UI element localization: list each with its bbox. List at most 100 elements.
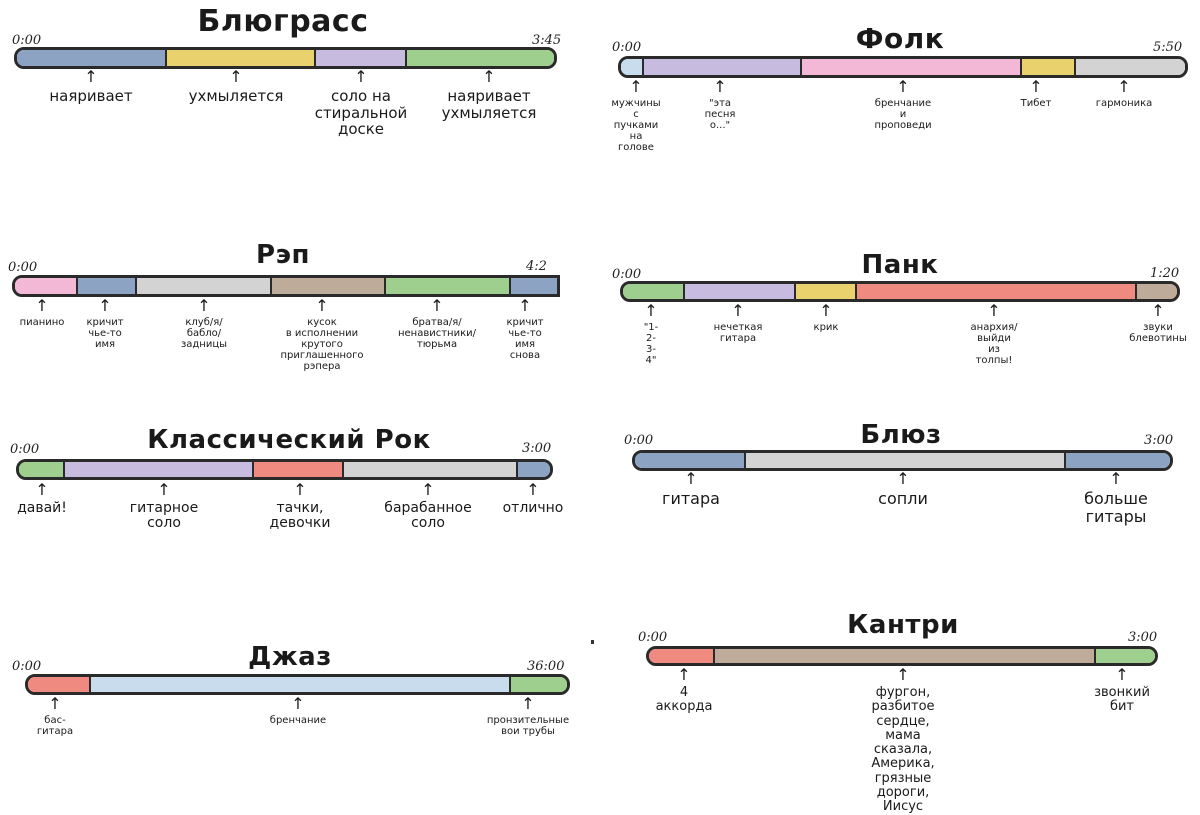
- segment-label: ↑крик: [813, 301, 839, 334]
- segment: [649, 649, 716, 663]
- arrow-up-icon: ↑: [521, 694, 535, 713]
- arrow-up-icon: ↑: [896, 665, 910, 684]
- segment-label: ↑"эта песня о...": [704, 77, 736, 132]
- arrow-up-icon: ↑: [1151, 301, 1165, 320]
- arrow-up-icon: ↑: [157, 480, 171, 499]
- segment: [78, 278, 137, 294]
- segment: [28, 677, 92, 692]
- segment: [715, 649, 1097, 663]
- arrow-up-icon: ↑: [48, 694, 62, 713]
- arrow-up-icon: ↑: [731, 301, 745, 320]
- segment-label: ↑братва/я/ ненавистники/ тюрьма: [397, 296, 477, 351]
- segment: [271, 278, 387, 294]
- arrow-up-icon: ↑: [98, 296, 112, 315]
- segment-label: ↑бас-гитара: [36, 694, 74, 738]
- segment-label: ↑гармоника: [1095, 77, 1153, 110]
- segment-label: ↑тачки, девочки: [269, 480, 331, 532]
- arrow-up-icon: ↑: [526, 480, 540, 499]
- chart-title: Панк: [861, 250, 939, 280]
- arrow-up-icon: ↑: [197, 296, 211, 315]
- segment: [17, 50, 167, 66]
- arrow-up-icon: ↑: [482, 67, 496, 86]
- segment: [253, 462, 344, 477]
- segment-label: ↑звуки блевотины: [1129, 301, 1187, 345]
- chart-title: Рэп: [256, 240, 310, 270]
- segment-label: ↑гитара: [662, 469, 720, 508]
- arrow-up-icon: ↑: [1109, 469, 1123, 488]
- arrow-up-icon: ↑: [987, 301, 1001, 320]
- timeline-bar: [25, 674, 570, 695]
- timeline-bar: [14, 47, 557, 69]
- segment: [65, 462, 254, 477]
- timeline-bar: [12, 275, 560, 297]
- segment: [316, 50, 407, 66]
- stray-dot: [591, 640, 594, 644]
- time-end: 3:00: [1144, 433, 1174, 448]
- segment-label: ↑наяривает: [49, 67, 133, 105]
- segment-label: ↑гитарное соло: [129, 480, 199, 532]
- segment-label: ↑клуб/я/бабло/ задницы: [180, 296, 228, 351]
- segment: [684, 284, 796, 299]
- segment: [623, 284, 685, 299]
- arrow-up-icon: ↑: [677, 665, 691, 684]
- segment-label: ↑барабанное соло: [384, 480, 472, 532]
- segment-label: ↑давай!: [17, 480, 67, 516]
- segment: [795, 284, 858, 299]
- segment: [15, 278, 79, 294]
- chart-title: Фолк: [855, 22, 945, 55]
- arrow-up-icon: ↑: [896, 469, 910, 488]
- arrow-up-icon: ↑: [315, 296, 329, 315]
- segment: [510, 677, 567, 692]
- segment-label: ↑кричит чье-то имя снова: [506, 296, 544, 362]
- arrow-up-icon: ↑: [1029, 77, 1043, 96]
- time-end: 3:45: [532, 33, 562, 48]
- timeline-bar: [620, 281, 1180, 302]
- segment: [19, 462, 66, 477]
- segment: [517, 462, 550, 477]
- time-end: 5:50: [1153, 40, 1183, 55]
- segment-label: ↑соло на стиральной доске: [314, 67, 408, 138]
- timeline-bar: [632, 450, 1173, 471]
- arrow-up-icon: ↑: [35, 296, 49, 315]
- arrow-up-icon: ↑: [421, 480, 435, 499]
- segment: [166, 50, 316, 66]
- timeline-bar: [16, 459, 553, 480]
- segment: [621, 59, 644, 75]
- segment: [643, 59, 802, 75]
- segment-label: ↑пианино: [19, 296, 65, 329]
- time-end: 3:00: [522, 441, 552, 456]
- time-end: 4:2: [526, 259, 547, 274]
- timeline-bar: [618, 56, 1188, 78]
- time-end: 1:20: [1150, 266, 1180, 281]
- segment: [746, 453, 1066, 468]
- segment-label: ↑пронзительные вои трубы: [486, 694, 570, 738]
- segment: [1137, 284, 1177, 299]
- timeline-bar: [646, 646, 1158, 666]
- segment-label: ↑ухмыляется: [188, 67, 284, 105]
- arrow-up-icon: ↑: [293, 480, 307, 499]
- segment-label: ↑нечеткая гитара: [713, 301, 763, 345]
- segment-label: ↑4 аккорда: [655, 665, 713, 715]
- segment: [1065, 453, 1170, 468]
- segment-label: ↑мужчины с пучками на голове: [611, 77, 661, 154]
- segment: [136, 278, 272, 294]
- segment-label: ↑наяривает ухмыляется: [441, 67, 537, 122]
- segment-label: ↑сопли: [878, 469, 928, 508]
- arrow-up-icon: ↑: [629, 77, 643, 96]
- segment: [801, 59, 1022, 75]
- arrow-up-icon: ↑: [819, 301, 833, 320]
- time-start: 0:00: [612, 40, 642, 55]
- chart-title: Блюз: [860, 420, 942, 450]
- segment-label: ↑кусок в исполнении крутого приглашенног…: [280, 296, 364, 373]
- segment-label: ↑фургон, разбитое сердце, мама сказала, …: [871, 665, 935, 815]
- chart-title: Классический Рок: [147, 425, 431, 455]
- arrow-up-icon: ↑: [896, 77, 910, 96]
- segment: [857, 284, 1138, 299]
- time-start: 0:00: [10, 442, 40, 457]
- chart-title: Джаз: [248, 642, 332, 672]
- arrow-up-icon: ↑: [354, 67, 368, 86]
- arrow-up-icon: ↑: [229, 67, 243, 86]
- segment: [386, 278, 511, 294]
- time-start: 0:00: [12, 659, 42, 674]
- arrow-up-icon: ↑: [1115, 665, 1129, 684]
